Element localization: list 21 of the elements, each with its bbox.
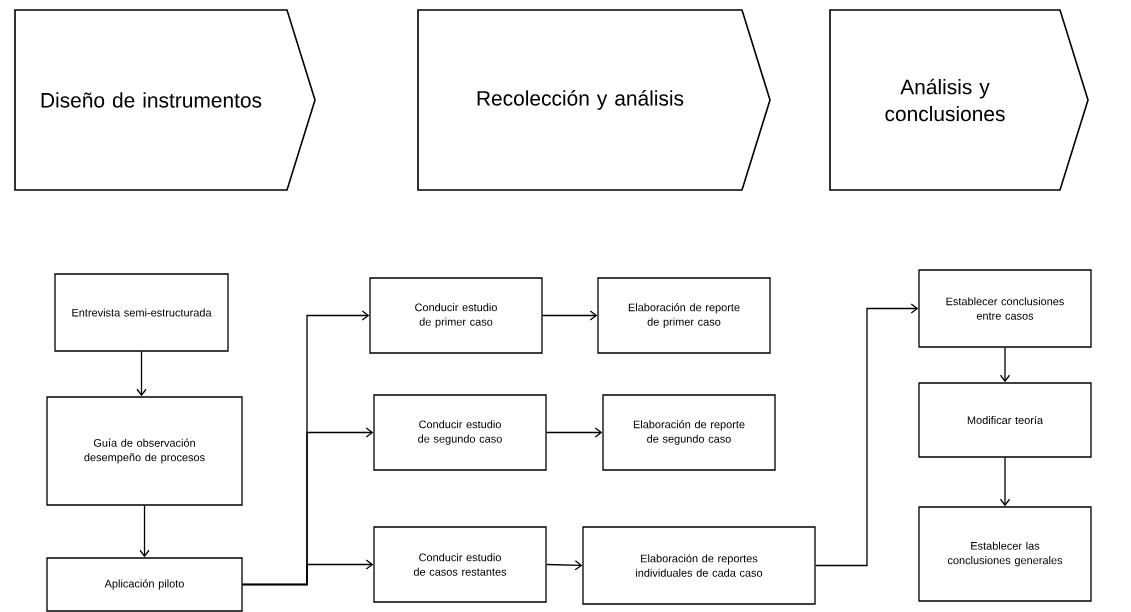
arrow xyxy=(139,505,150,558)
process-box: Establecer las conclusiones generales xyxy=(918,506,1092,602)
arrow xyxy=(815,303,919,567)
process-box: Elaboración de reporte de primer caso xyxy=(597,277,771,354)
process-box: Conducir estudio de segundo caso xyxy=(373,394,547,471)
process-box: Conducir estudio de primer caso xyxy=(369,277,543,354)
process-box: Aplicación piloto xyxy=(46,557,243,612)
arrow xyxy=(546,427,603,438)
process-box: Elaboración de reportes individuales de cada caso xyxy=(582,526,816,605)
process-box: Entrevista semi-estructurada xyxy=(54,273,229,352)
arrow xyxy=(542,310,598,321)
arrow xyxy=(136,351,147,397)
process-box: Modificar teoría xyxy=(918,382,1092,458)
process-box: Conducir estudio de casos restantes xyxy=(373,526,547,603)
process-box: Elaboración de reporte de segundo caso xyxy=(602,394,776,471)
process-box: Establecer conclusiones entre casos xyxy=(918,269,1092,348)
arrow xyxy=(546,560,583,571)
arrow xyxy=(242,559,374,586)
arrow xyxy=(999,347,1011,383)
arrow xyxy=(999,457,1011,507)
process-box: Guía de observación desempeño de procesos xyxy=(46,396,243,506)
